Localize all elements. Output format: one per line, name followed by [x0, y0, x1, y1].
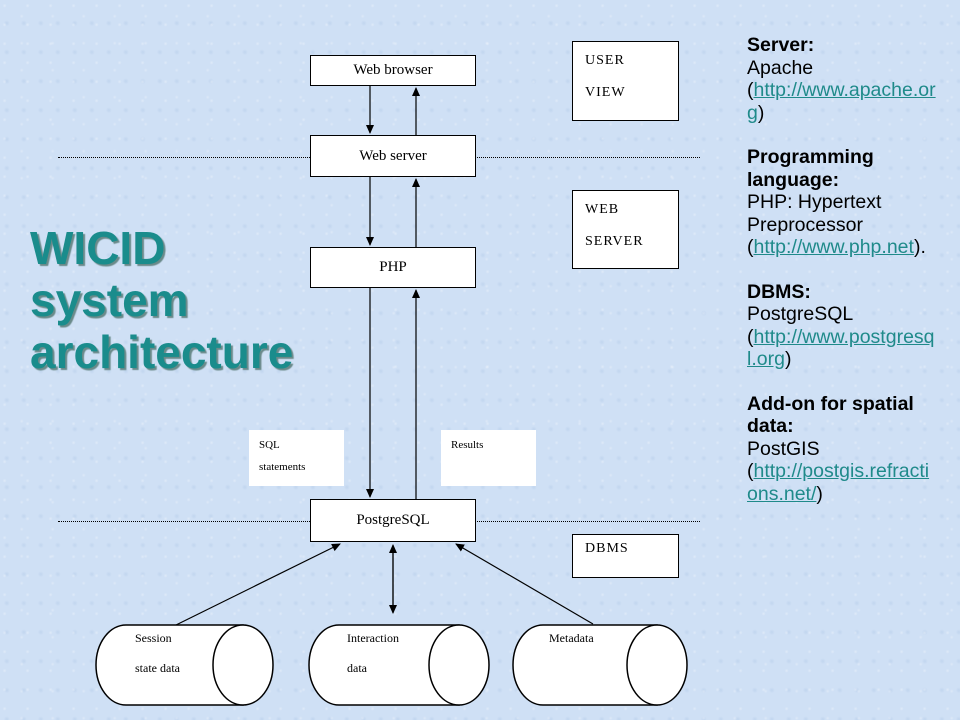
arrow-session-to-postgresql — [175, 543, 341, 626]
note-results-label: Results — [451, 439, 484, 451]
tier-user-view-line-1: USER — [585, 53, 625, 68]
language-name: PHP: Hypertext Preprocessor — [747, 191, 882, 236]
store-metadata-label: Metadata — [549, 623, 594, 653]
tier-web-server-line-1: WEB — [585, 202, 620, 217]
section-server: Server: Apache (http://www.apache.org) — [747, 34, 936, 124]
node-web-server-label: Web server — [359, 147, 427, 164]
dbms-heading: DBMS: — [747, 280, 811, 303]
tier-user-view-line-2: VIEW — [585, 85, 626, 100]
section-dbms: DBMS: PostgreSQL (http://www.postgresql.… — [747, 281, 937, 371]
tier-user-view: USER VIEW — [572, 41, 679, 121]
dbms-name: PostgreSQL — [747, 303, 854, 325]
server-link[interactable]: http://www.apache.org — [747, 79, 936, 124]
store-interaction-line-1: Interaction — [347, 631, 399, 645]
server-name: Apache — [747, 56, 814, 79]
node-web-browser: Web browser — [310, 55, 476, 86]
section-language: Programming language: PHP: Hypertext Pre… — [747, 146, 937, 259]
language-heading: Programming language: — [747, 146, 874, 191]
tier-dbms-label: DBMS — [585, 541, 629, 556]
node-web-browser-label: Web browser — [353, 62, 433, 78]
title-line-3: architecture — [30, 326, 294, 378]
note-sql-statements: SQL statements — [249, 430, 344, 486]
title-line-2: system — [30, 274, 189, 326]
node-php: PHP — [310, 247, 476, 288]
node-php-label: PHP — [379, 259, 407, 275]
store-interaction-line-2: data — [347, 661, 367, 675]
tier-web-server-line-2: SERVER — [585, 234, 644, 249]
title-line-1: WICID — [30, 222, 166, 274]
note-sql-line-2: statements — [259, 461, 306, 473]
language-link[interactable]: http://www.php.net — [753, 236, 914, 258]
node-postgresql: PostgreSQL — [310, 499, 476, 542]
cylinder-interaction — [308, 624, 490, 706]
section-spatial: Add-on for spatial data: PostGIS (http:/… — [747, 393, 937, 506]
node-postgresql-label: PostgreSQL — [356, 512, 430, 528]
language-suffix: . — [920, 236, 926, 258]
server-heading: Server: — [747, 34, 815, 56]
node-web-server: Web server — [310, 135, 476, 177]
store-session-line-1: Session — [135, 631, 172, 645]
note-results: Results — [441, 430, 536, 486]
spatial-heading: Add-on for spatial data: — [747, 392, 914, 438]
arrow-metadata-to-postgresql — [455, 543, 594, 625]
tech-stack-panel: Server: Apache (http://www.apache.org) P… — [747, 34, 937, 527]
store-interaction-label: Interaction data — [347, 623, 399, 683]
tier-web-server: WEB SERVER — [572, 190, 679, 269]
slide-title: WICID system architecture — [30, 222, 330, 378]
spatial-link[interactable]: http://postgis.refractions.net/ — [747, 460, 930, 505]
cylinder-metadata — [512, 624, 688, 706]
tier-dbms: DBMS — [572, 534, 679, 578]
cylinder-session — [95, 624, 274, 706]
store-metadata-line-1: Metadata — [549, 631, 594, 645]
store-session-line-2: state data — [135, 661, 180, 675]
store-session-label: Session state data — [135, 623, 180, 683]
spatial-name: PostGIS — [747, 437, 820, 460]
dbms-link[interactable]: http://www.postgresql.org — [747, 325, 935, 371]
note-sql-line-1: SQL — [259, 439, 280, 451]
